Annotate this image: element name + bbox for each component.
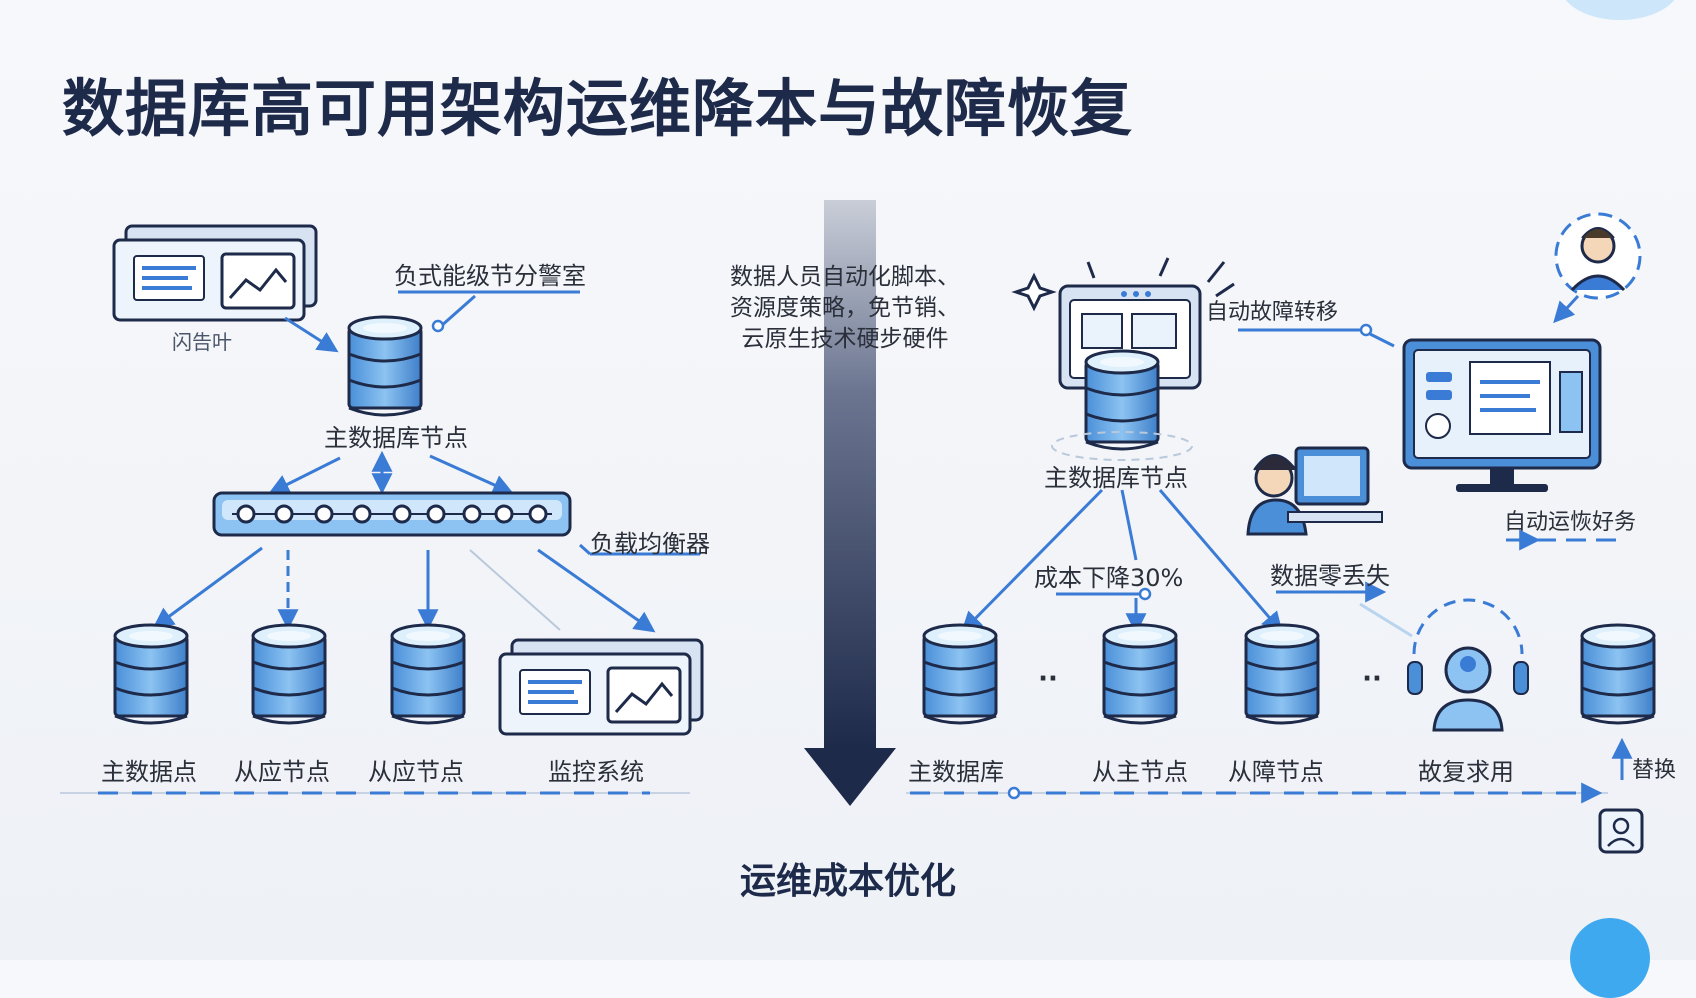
- data-zero-loss-label: 数据零丢失: [1270, 562, 1390, 590]
- left-node-label-2: 从应节点: [234, 758, 330, 786]
- page-title: 数据库高可用架构运维降本与故障恢复: [62, 72, 1134, 145]
- left-node-label-1: 主数据点: [101, 758, 197, 786]
- left-db-node-3-icon: [390, 623, 466, 725]
- right-db-node-3-icon: [1244, 623, 1320, 725]
- ellipsis-2: ··: [1362, 664, 1382, 694]
- support-agent-icon: [1407, 598, 1529, 732]
- recovery-label: 自动运恢好务: [1504, 510, 1637, 535]
- footer-title: 运维成本优化: [739, 861, 957, 902]
- admin-avatar-icon: [1554, 212, 1642, 300]
- right-node-label-3: 从障节点: [1228, 758, 1324, 786]
- right-master-node-label: 主数据库节点: [1044, 464, 1188, 492]
- corner-blob-top: [1560, 0, 1680, 20]
- center-line-1: 数据人员自动化脚本、: [730, 264, 960, 290]
- right-db-node-2-icon: [1102, 623, 1178, 725]
- right-node-label-4: 故复求用: [1418, 758, 1514, 786]
- center-line-3: 云原生技术硬步硬件: [741, 326, 949, 352]
- center-line-2: 资源度策略，免节销、: [730, 295, 960, 321]
- right-node-label-2: 从主节点: [1092, 758, 1188, 786]
- replace-label: 替换: [1632, 758, 1677, 783]
- load-balancer-icon: [212, 491, 572, 537]
- left-db-node-1-icon: [113, 623, 189, 725]
- sparkle-icon: [1011, 257, 1235, 312]
- load-balancer-label: 负载均衡器: [590, 530, 710, 558]
- dashboard-monitor-icon: [1402, 338, 1602, 492]
- right-master-server-icon: [1058, 284, 1202, 390]
- operator-icon: [1246, 446, 1383, 536]
- user-badge-icon: [1598, 808, 1644, 854]
- cost-reduction-label: 成本下降30%: [1034, 564, 1184, 592]
- architecture-diagram: [60, 200, 1656, 854]
- left-node-label-4: 监控系统: [548, 758, 644, 786]
- left-monitor-panel-icon: [112, 224, 318, 322]
- left-db-node-2-icon: [251, 623, 327, 725]
- left-top-alert-label: 负式能级节分警室: [394, 262, 586, 290]
- center-down-arrow-icon: [804, 200, 896, 806]
- left-monitor-caption: 闪告叶: [172, 330, 232, 354]
- right-db-node-1-icon: [922, 623, 998, 725]
- ellipsis-1: ··: [1038, 664, 1058, 694]
- right-node-label-1: 主数据库: [908, 758, 1004, 786]
- left-monitor-system-icon: [498, 638, 704, 736]
- center-description: 数据人员自动化脚本、 资源度策略，免节销、 云原生技术硬步硬件: [725, 262, 965, 355]
- left-master-db-icon: [347, 315, 423, 417]
- right-db-node-4-icon: [1580, 623, 1656, 725]
- failover-label: 自动故障转移: [1206, 300, 1339, 325]
- right-master-db-icon: [1084, 349, 1160, 451]
- left-master-node-label: 主数据库节点: [324, 424, 468, 452]
- left-node-label-3: 从应节点: [368, 758, 464, 786]
